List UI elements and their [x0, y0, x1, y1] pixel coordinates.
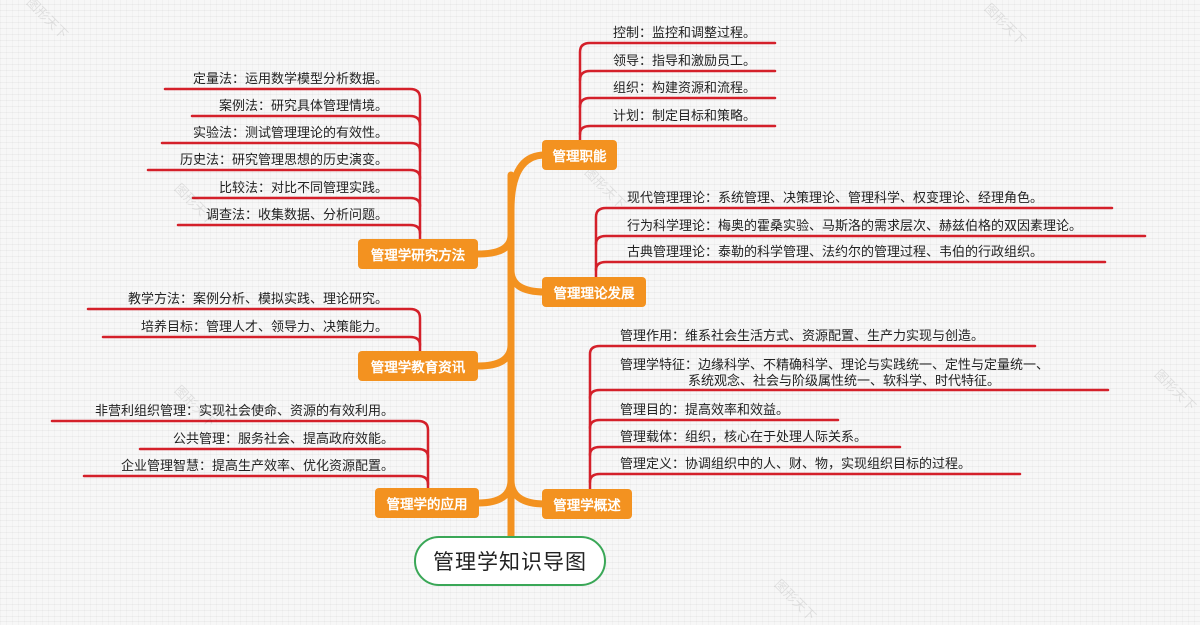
connector-application [474, 476, 515, 507]
branch-methods[interactable]: 管理学研究方法 [358, 239, 478, 269]
connector-methods [474, 231, 515, 258]
leaf-features-cont: 系统观念、社会与阶级属性统一、软科学、时代特征。 [688, 374, 1001, 389]
leaf-comparison: 比较法：对比不同管理实践。 [218, 181, 388, 196]
connector-theory [507, 266, 549, 296]
leaf-teaching-methods: 教学方法：案例分析、模拟实践、理论研究。 [127, 292, 388, 307]
leaf-organizing: 组织：构建资源和流程。 [613, 81, 757, 96]
leaf-leading: 领导：指导和激励员工。 [613, 54, 757, 69]
leaf-features: 管理学特征：边缘科学、不精确科学、理论与实践统一、定性与定量统一、 [620, 358, 1050, 373]
connector-education [474, 341, 515, 370]
leaf-history: 历史法：研究管理思想的历史演变。 [179, 153, 388, 168]
connector-functions [507, 151, 549, 214]
leaf-quantitative: 定量法：运用数学模型分析数据。 [192, 72, 388, 87]
leaf-planning: 计划：制定目标和策略。 [613, 109, 757, 124]
leaf-training-goals: 培养目标：管理人才、领导力、决策能力。 [140, 320, 388, 335]
leaf-role: 管理作用：维系社会生活方式、资源配置、生产力实现与创造。 [620, 329, 985, 344]
branch-education[interactable]: 管理学教育资讯 [358, 351, 478, 381]
connector-overview [507, 476, 549, 508]
leaf-definition: 管理定义：协调组织中的人、财、物，实现组织目标的过程。 [620, 457, 972, 472]
leaf-survey: 调查法：收集数据、分析问题。 [205, 208, 388, 223]
leaf-nonprofit: 非营利组织管理：实现社会使命、资源的有效利用。 [94, 404, 394, 419]
leaf-enterprise: 企业管理智慧：提高生产效率、优化资源配置。 [120, 459, 394, 474]
leaf-case: 案例法：研究具体管理情境。 [218, 99, 388, 114]
root-node[interactable]: 管理学知识导图 [414, 536, 606, 586]
branch-functions[interactable]: 管理职能 [542, 140, 617, 170]
leaf-carrier: 管理载体：组织，核心在于处理人际关系。 [620, 430, 868, 445]
leaf-control: 控制：监控和调整过程。 [613, 26, 757, 41]
leaf-public: 公共管理：服务社会、提高政府效能。 [172, 432, 394, 447]
leaf-modern-theory: 现代管理理论：系统管理、决策理论、管理科学、权变理论、经理角色。 [627, 191, 1044, 206]
branch-theory[interactable]: 管理理论发展 [542, 277, 646, 307]
leaf-purpose: 管理目的：提高效率和效益。 [620, 403, 790, 418]
branch-overview[interactable]: 管理学概述 [542, 489, 632, 519]
branch-application[interactable]: 管理学的应用 [375, 488, 479, 518]
leaf-behavioral-theory: 行为科学理论：梅奥的霍桑实验、马斯洛的需求层次、赫兹伯格的双因素理论。 [627, 219, 1083, 234]
leaf-experiment: 实验法：测试管理理论的有效性。 [192, 126, 388, 141]
leaf-classical-theory: 古典管理理论：泰勒的科学管理、法约尔的管理过程、韦伯的行政组织。 [627, 245, 1044, 260]
